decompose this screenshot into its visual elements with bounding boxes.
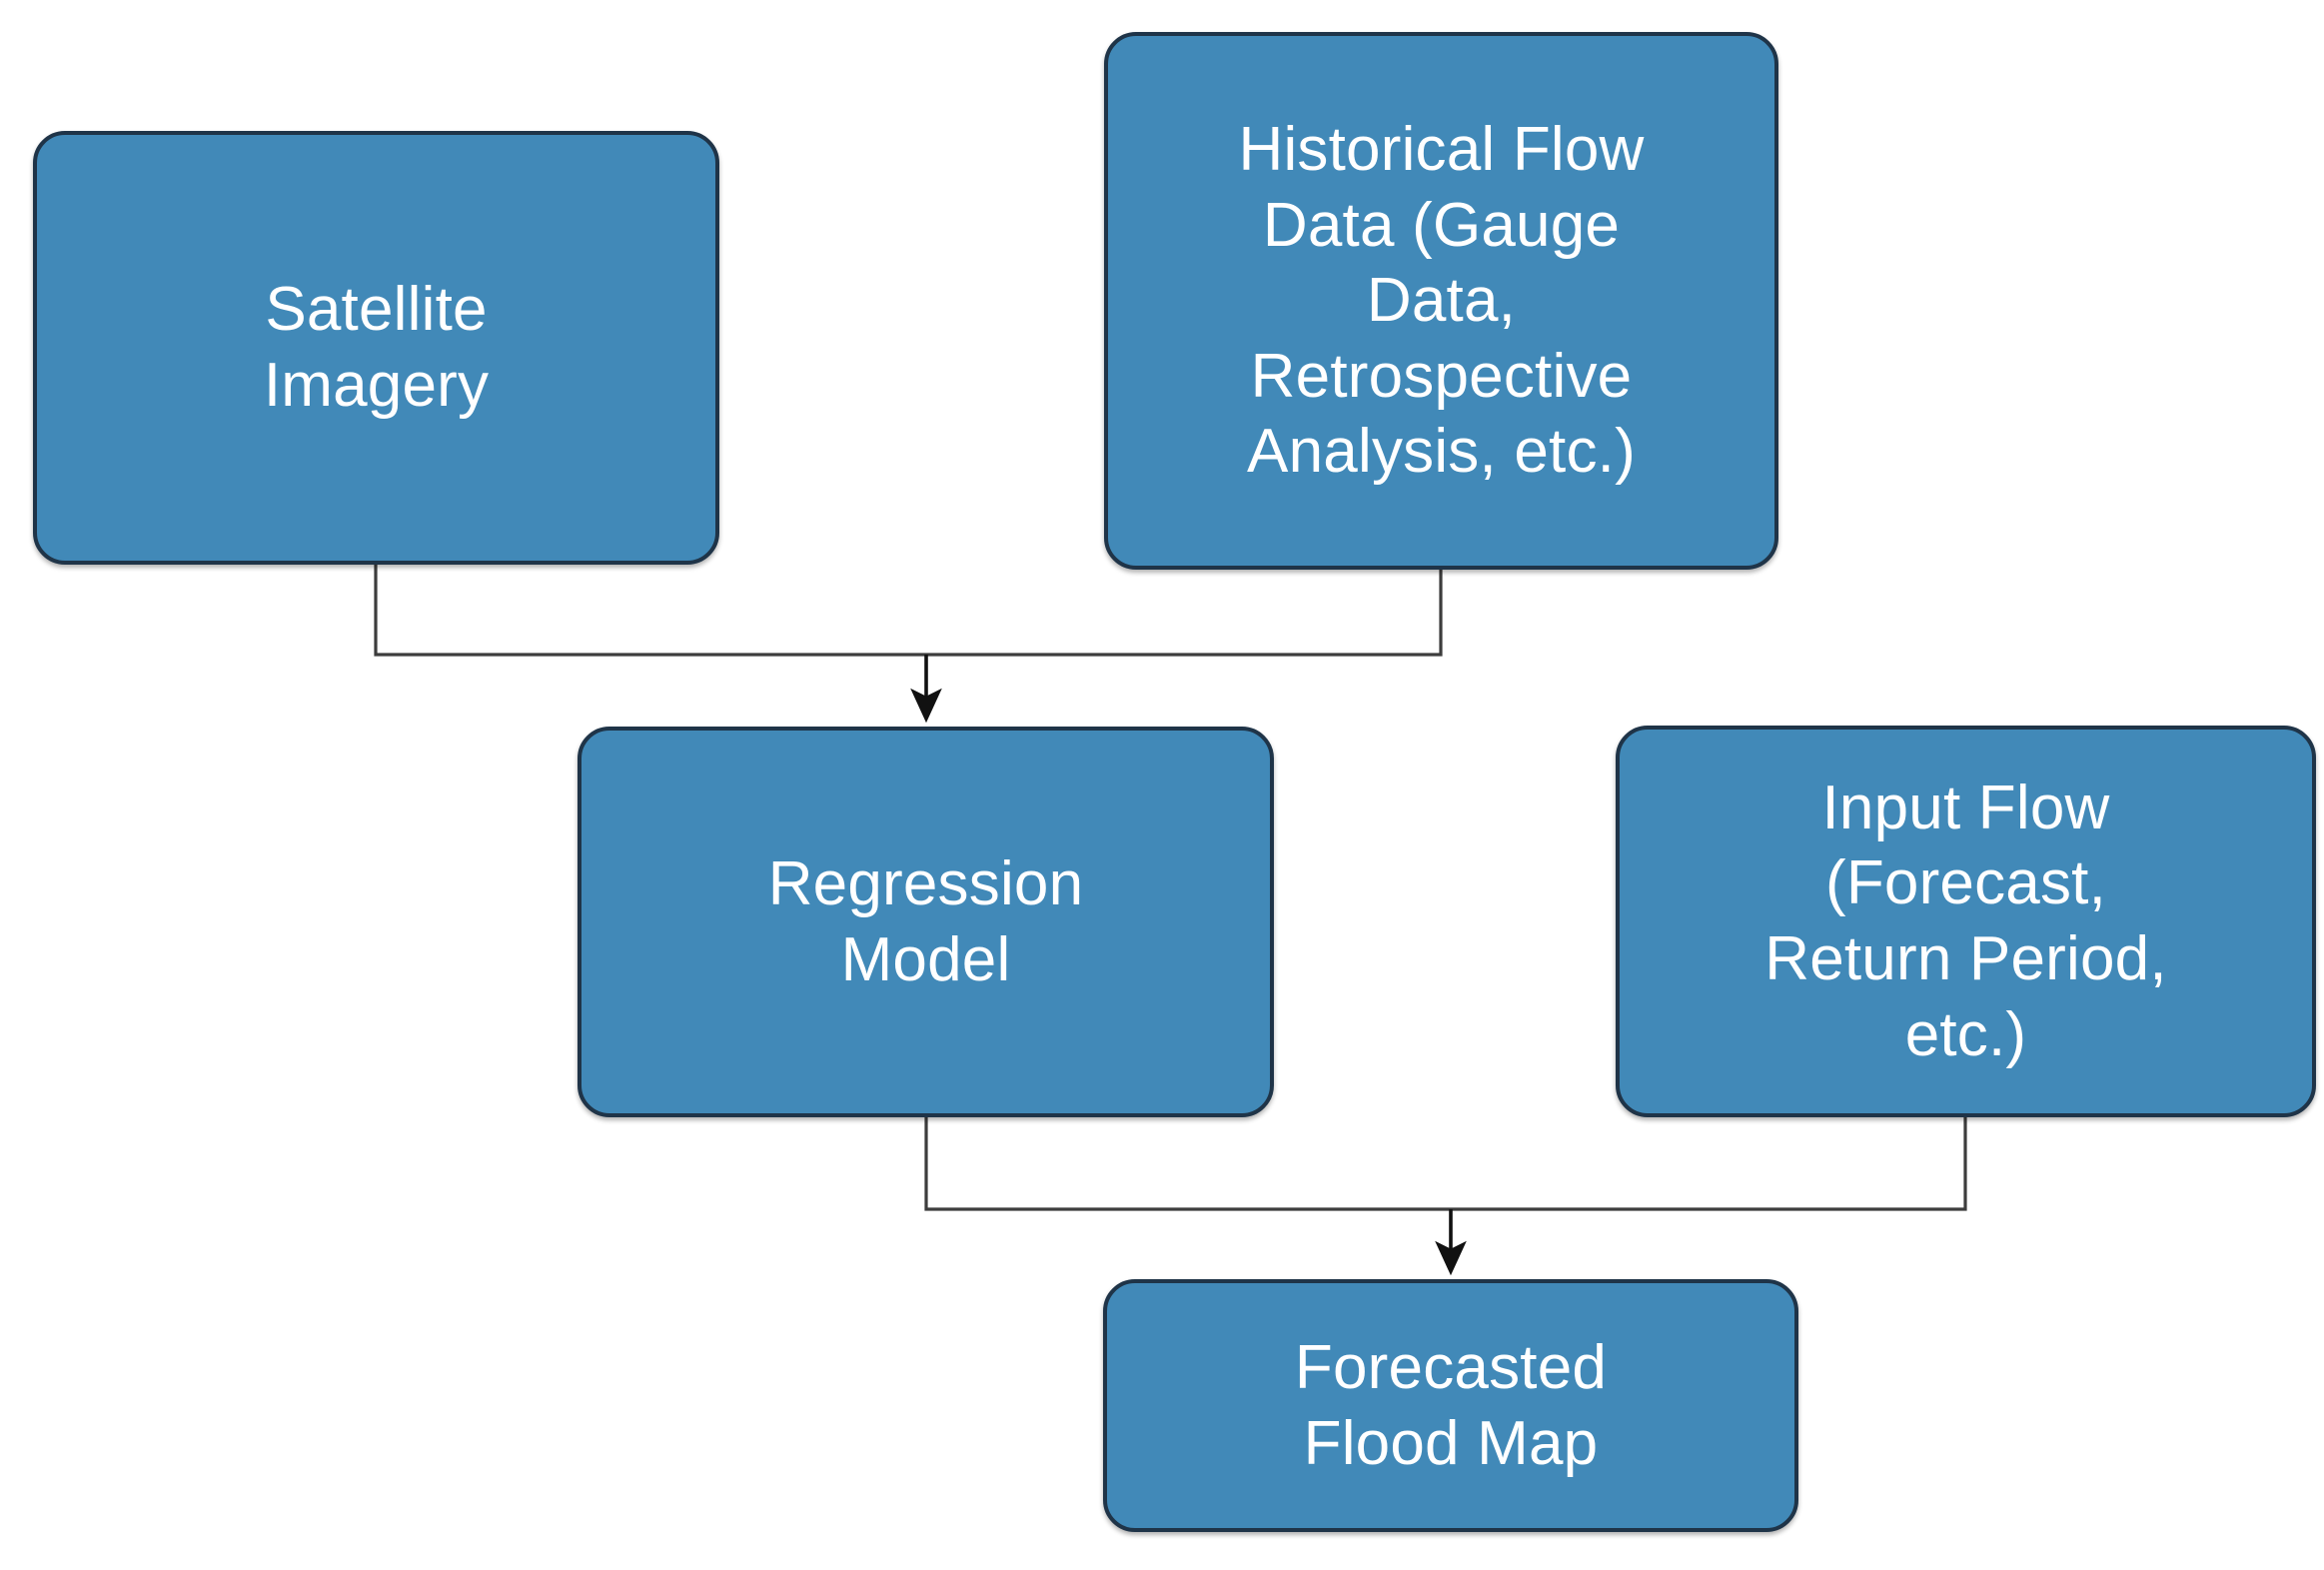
edge-historical-to-regression	[926, 570, 1443, 657]
node-forecasted-flood-map-label: Forecasted Flood Map	[1294, 1332, 1608, 1478]
node-forecasted-flood-map[interactable]: Forecasted Flood Map	[1103, 1279, 1798, 1532]
edge-inputflow-to-floodmap	[1451, 1117, 1967, 1211]
node-satellite-imagery-label: Satellite Imagery	[263, 275, 490, 420]
node-historical-flow-data[interactable]: Historical Flow Data (Gauge Data, Retros…	[1104, 32, 1778, 570]
edge-regression-to-floodmap	[924, 1117, 1451, 1211]
edge-satellite-to-regression	[374, 565, 926, 657]
node-regression-model[interactable]: Regression Model	[578, 727, 1274, 1117]
node-satellite-imagery[interactable]: Satellite Imagery	[33, 131, 719, 565]
node-historical-flow-data-label: Historical Flow Data (Gauge Data, Retros…	[1238, 114, 1645, 487]
node-input-flow-label: Input Flow (Forecast, Return Period, etc…	[1764, 773, 2167, 1069]
node-input-flow[interactable]: Input Flow (Forecast, Return Period, etc…	[1616, 726, 2316, 1117]
node-regression-model-label: Regression Model	[767, 848, 1084, 994]
